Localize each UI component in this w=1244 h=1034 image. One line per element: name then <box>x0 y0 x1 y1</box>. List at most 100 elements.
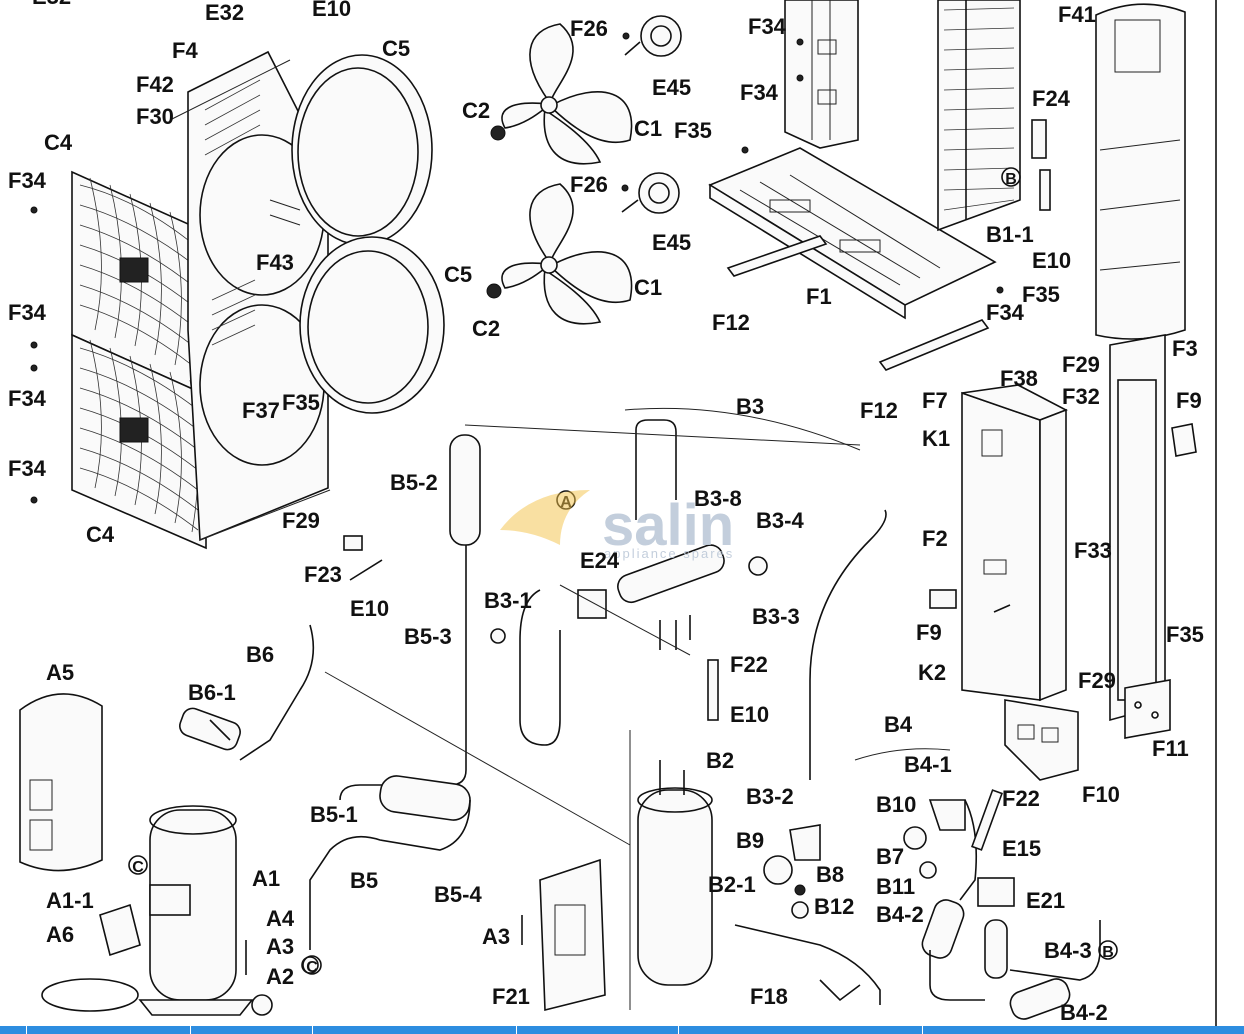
label-c4-bottom: C4 <box>86 522 115 547</box>
bracket-f11 <box>1124 679 1171 739</box>
pipe-f18 <box>734 924 881 1005</box>
label-b3-4: B3-4 <box>756 508 804 533</box>
label-b4-3: B4-3 <box>1044 938 1092 963</box>
fan-guard-c4-lower <box>71 333 207 550</box>
fan-motor-e45-lower <box>621 172 680 214</box>
label-f35-mid: F35 <box>674 118 712 143</box>
sensor-f24 <box>1031 119 1047 159</box>
bracket-f10 <box>1004 699 1079 781</box>
rail-f12-right <box>878 319 990 371</box>
label-f12-left: F12 <box>712 310 750 335</box>
hub-c2-lower <box>486 283 502 299</box>
label-c4-top: C4 <box>44 130 73 155</box>
label-a5: A5 <box>46 660 74 685</box>
side-cover-f41 <box>1095 3 1186 340</box>
label-b6: B6 <box>246 642 274 667</box>
muffler-b5-1 <box>301 775 471 974</box>
label-c5-bottom: C5 <box>444 262 472 287</box>
rail-f12-left <box>726 235 828 277</box>
bottom-bar-segment[interactable] <box>0 1026 27 1034</box>
label-f35-left: F35 <box>282 390 320 415</box>
label-f21: F21 <box>492 984 530 1009</box>
label-c5-top: C5 <box>382 36 410 61</box>
connection-marker-b-bottom: B <box>1098 940 1118 961</box>
screws-f26 <box>621 32 630 192</box>
label-f22-mid: F22 <box>730 652 768 677</box>
label-f34-6: F34 <box>740 80 779 105</box>
bottom-bar-segment[interactable] <box>313 1026 517 1034</box>
label-e10-top: E10 <box>312 0 351 21</box>
label-f26-bottom: F26 <box>570 172 608 197</box>
label-b3-1: B3-1 <box>484 588 532 613</box>
connection-marker-c-top: C <box>128 855 148 876</box>
band-a6 <box>41 978 139 1012</box>
part-labels: E32 E32 E10 F4 F42 F30 C4 F34 C5 C5 F43 … <box>8 0 1204 1025</box>
label-e32-partial: E32 <box>32 0 71 9</box>
discharge-pipe-b6 <box>179 624 315 761</box>
label-f23: F23 <box>304 562 342 587</box>
heater-a5 <box>19 693 103 872</box>
label-f1: F1 <box>806 284 832 309</box>
label-a3-mid: A3 <box>482 924 510 949</box>
label-b3-2: B3-2 <box>746 784 794 809</box>
label-b5-2: B5-2 <box>390 470 438 495</box>
connection-marker-b-top: B <box>1001 167 1021 188</box>
label-b3-3: B3-3 <box>752 604 800 629</box>
fan-blade-c1-upper <box>501 23 633 165</box>
label-f11: F11 <box>1152 736 1189 761</box>
bottom-bar-segment[interactable] <box>191 1026 313 1034</box>
svg-text:appliance spares: appliance spares <box>604 546 734 561</box>
compressor-a1 <box>138 805 273 1016</box>
label-b4: B4 <box>884 712 913 737</box>
label-a2: A2 <box>266 964 294 989</box>
label-f41: F41 <box>1058 2 1096 27</box>
label-b10: B10 <box>876 792 916 817</box>
label-a1: A1 <box>252 866 280 891</box>
label-f43: F43 <box>256 250 294 275</box>
label-b7: B7 <box>876 844 904 869</box>
control-box-f2 <box>961 384 1068 702</box>
label-f3: F3 <box>1172 336 1198 361</box>
bracket-f21 <box>521 858 606 1012</box>
thermistor-e10-right <box>1039 169 1051 211</box>
base-plate-f1 <box>708 147 997 320</box>
label-f32: F32 <box>1062 384 1100 409</box>
label-b2: B2 <box>706 748 734 773</box>
fan-shroud-c5-lower <box>299 236 445 414</box>
label-f34-3: F34 <box>8 386 47 411</box>
label-f29-right: F29 <box>1062 352 1100 377</box>
panel-f9-right <box>1171 423 1197 457</box>
motor-support <box>784 0 859 149</box>
label-f7: F7 <box>922 388 948 413</box>
label-f24: F24 <box>1032 86 1071 111</box>
svg-text:C: C <box>306 959 318 976</box>
label-b4-2a: B4-2 <box>876 902 924 927</box>
label-a1-1: A1-1 <box>46 888 94 913</box>
label-b2-1: B2-1 <box>708 872 756 897</box>
valve-b3-2 <box>763 824 821 919</box>
label-e45-bottom: E45 <box>652 230 691 255</box>
heat-exchanger-coil <box>937 0 1021 232</box>
label-e10-right: E10 <box>1032 248 1071 273</box>
bottom-bar-segment[interactable] <box>679 1026 923 1034</box>
label-f29-left: F29 <box>282 508 320 533</box>
hub-c2-upper <box>490 125 506 141</box>
watermark-logo: salin appliance spares <box>500 490 734 561</box>
label-k1: K1 <box>922 426 950 451</box>
label-f4: F4 <box>172 38 198 63</box>
label-b4-2b: B4-2 <box>1060 1000 1108 1025</box>
panel-f9-left <box>929 589 957 609</box>
label-f2: F2 <box>922 526 948 551</box>
label-b5-3: B5-3 <box>404 624 452 649</box>
label-f34-7: F34 <box>986 300 1025 325</box>
label-a3-left: A3 <box>266 934 294 959</box>
label-f29-bottom: F29 <box>1078 668 1116 693</box>
bottom-bar-segment[interactable] <box>517 1026 679 1034</box>
label-a6: A6 <box>46 922 74 947</box>
label-f35-right: F35 <box>1022 282 1060 307</box>
bottom-bar-segment[interactable] <box>27 1026 191 1034</box>
label-e10-mid: E10 <box>350 596 389 621</box>
piping-b3 <box>490 419 887 780</box>
label-f35-bottom: F35 <box>1166 622 1204 647</box>
